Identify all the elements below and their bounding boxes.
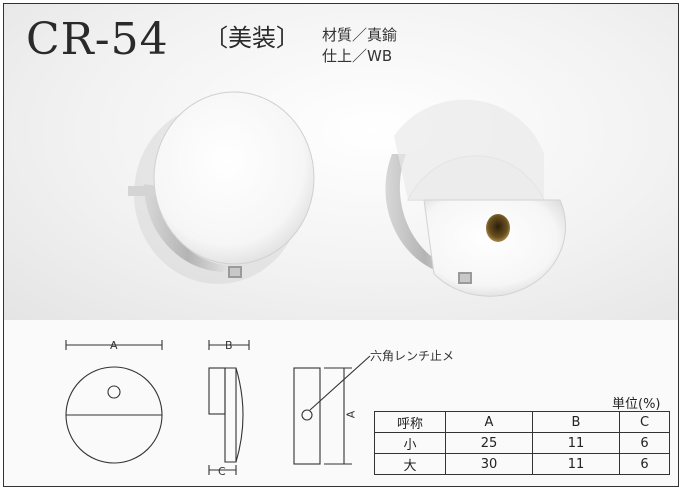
material-spec: 材質／真鍮	[322, 26, 398, 44]
table-cell: 25	[445, 432, 533, 454]
front-view	[65, 340, 163, 464]
dim-label-c: C	[218, 465, 226, 478]
table-cell: 11	[532, 453, 620, 475]
table-cell: 30	[445, 453, 533, 475]
table-cell: 大	[374, 453, 446, 475]
product-type: 〔美装〕	[204, 24, 300, 52]
table-header-cell: B	[532, 411, 620, 433]
model-number: CR-54	[26, 14, 169, 65]
table-header-row: 呼称 A B C	[374, 411, 670, 433]
catalog-page: CR-54 〔美装〕 材質／真鍮 仕上／WB	[3, 3, 679, 487]
product-left	[128, 91, 315, 284]
section-view	[293, 355, 371, 465]
wrench-note: 六角レンチ止メ	[370, 349, 455, 363]
table-cell: 小	[374, 432, 446, 454]
dim-label-b: B	[225, 339, 233, 352]
product-right	[385, 99, 567, 297]
table-cell: 6	[619, 432, 670, 454]
table-cell: 6	[619, 453, 670, 475]
table-row: 大 30 11 6	[374, 453, 670, 475]
table-header-cell: 呼称	[374, 411, 446, 433]
product-photo	[4, 4, 678, 320]
dim-label-a-vertical: A	[344, 410, 358, 419]
technical-drawing	[65, 340, 371, 475]
unit-label: 単位(%)	[612, 397, 661, 412]
side-view	[208, 340, 250, 475]
table-cell: 11	[532, 432, 620, 454]
table-header-cell: A	[445, 411, 533, 433]
finish-spec: 仕上／WB	[322, 47, 393, 65]
product-illustration	[128, 91, 567, 297]
table-header-cell: C	[619, 411, 670, 433]
dim-label-a: A	[110, 339, 118, 352]
table-row: 小 25 11 6	[374, 432, 670, 454]
dimension-table: 呼称 A B C 小 25 11 6 大 30 11 6	[374, 411, 670, 475]
